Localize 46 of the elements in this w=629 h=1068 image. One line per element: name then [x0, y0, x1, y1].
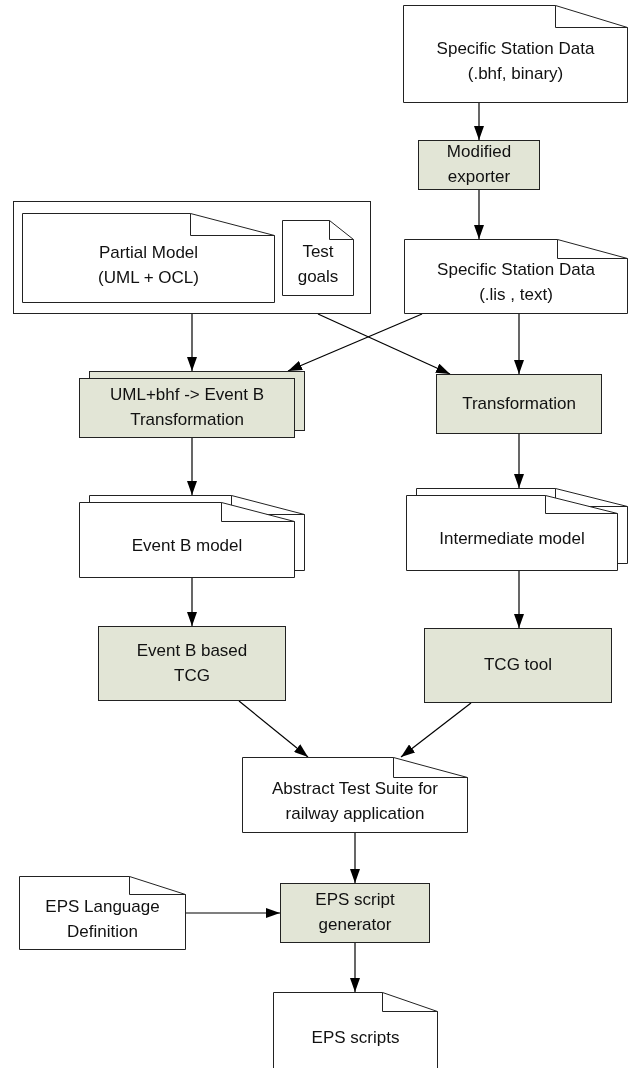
arrow [317, 313, 451, 375]
node-label: UML+bhf -> Event B Transformation [109, 384, 265, 431]
process-box [79, 371, 305, 438]
document-box [406, 488, 628, 571]
node-label: Specific Station Data (.bhf, binary) [435, 37, 596, 85]
arrow [514, 570, 524, 629]
arrow [474, 189, 484, 240]
node-label: Intermediate model [439, 528, 585, 551]
arrow [238, 700, 309, 758]
process-box [436, 374, 602, 434]
arrow [474, 102, 484, 141]
node-label: TCG tool [484, 654, 552, 677]
node-label: Partial Model (UML + OCL) [97, 241, 200, 289]
arrow [187, 313, 197, 372]
node-label: Event B based TCG [135, 639, 249, 687]
document-box [19, 876, 186, 950]
document-box [273, 992, 438, 1068]
arrow [350, 942, 360, 993]
node-label: Modified exporter [445, 141, 513, 188]
arrow [187, 577, 197, 627]
document-box [282, 220, 354, 296]
arrow [287, 313, 423, 372]
document-box [22, 213, 275, 303]
document-box [242, 757, 468, 833]
arrow [514, 313, 524, 375]
document-box [403, 5, 628, 103]
document-box [404, 239, 628, 314]
process-box [280, 883, 430, 943]
document-box [79, 495, 305, 578]
node-label: Event B model [131, 535, 243, 558]
arrow [185, 908, 281, 918]
node-label: Test goals [296, 240, 340, 288]
group-frame [13, 201, 371, 314]
node-label: EPS scripts [311, 1027, 400, 1050]
arrow [514, 433, 524, 489]
node-label: Abstract Test Suite for railway application [271, 778, 439, 825]
process-box [424, 628, 612, 703]
node-label: EPS script generator [314, 889, 396, 936]
arrow [350, 832, 360, 884]
node-label: EPS Language Definition [44, 895, 161, 943]
process-box [418, 140, 540, 190]
arrow [187, 437, 197, 496]
arrow [400, 702, 472, 758]
node-label: Transformation [462, 392, 576, 415]
node-label: Specific Station Data (.lis , text) [436, 259, 596, 306]
process-box [98, 626, 286, 701]
